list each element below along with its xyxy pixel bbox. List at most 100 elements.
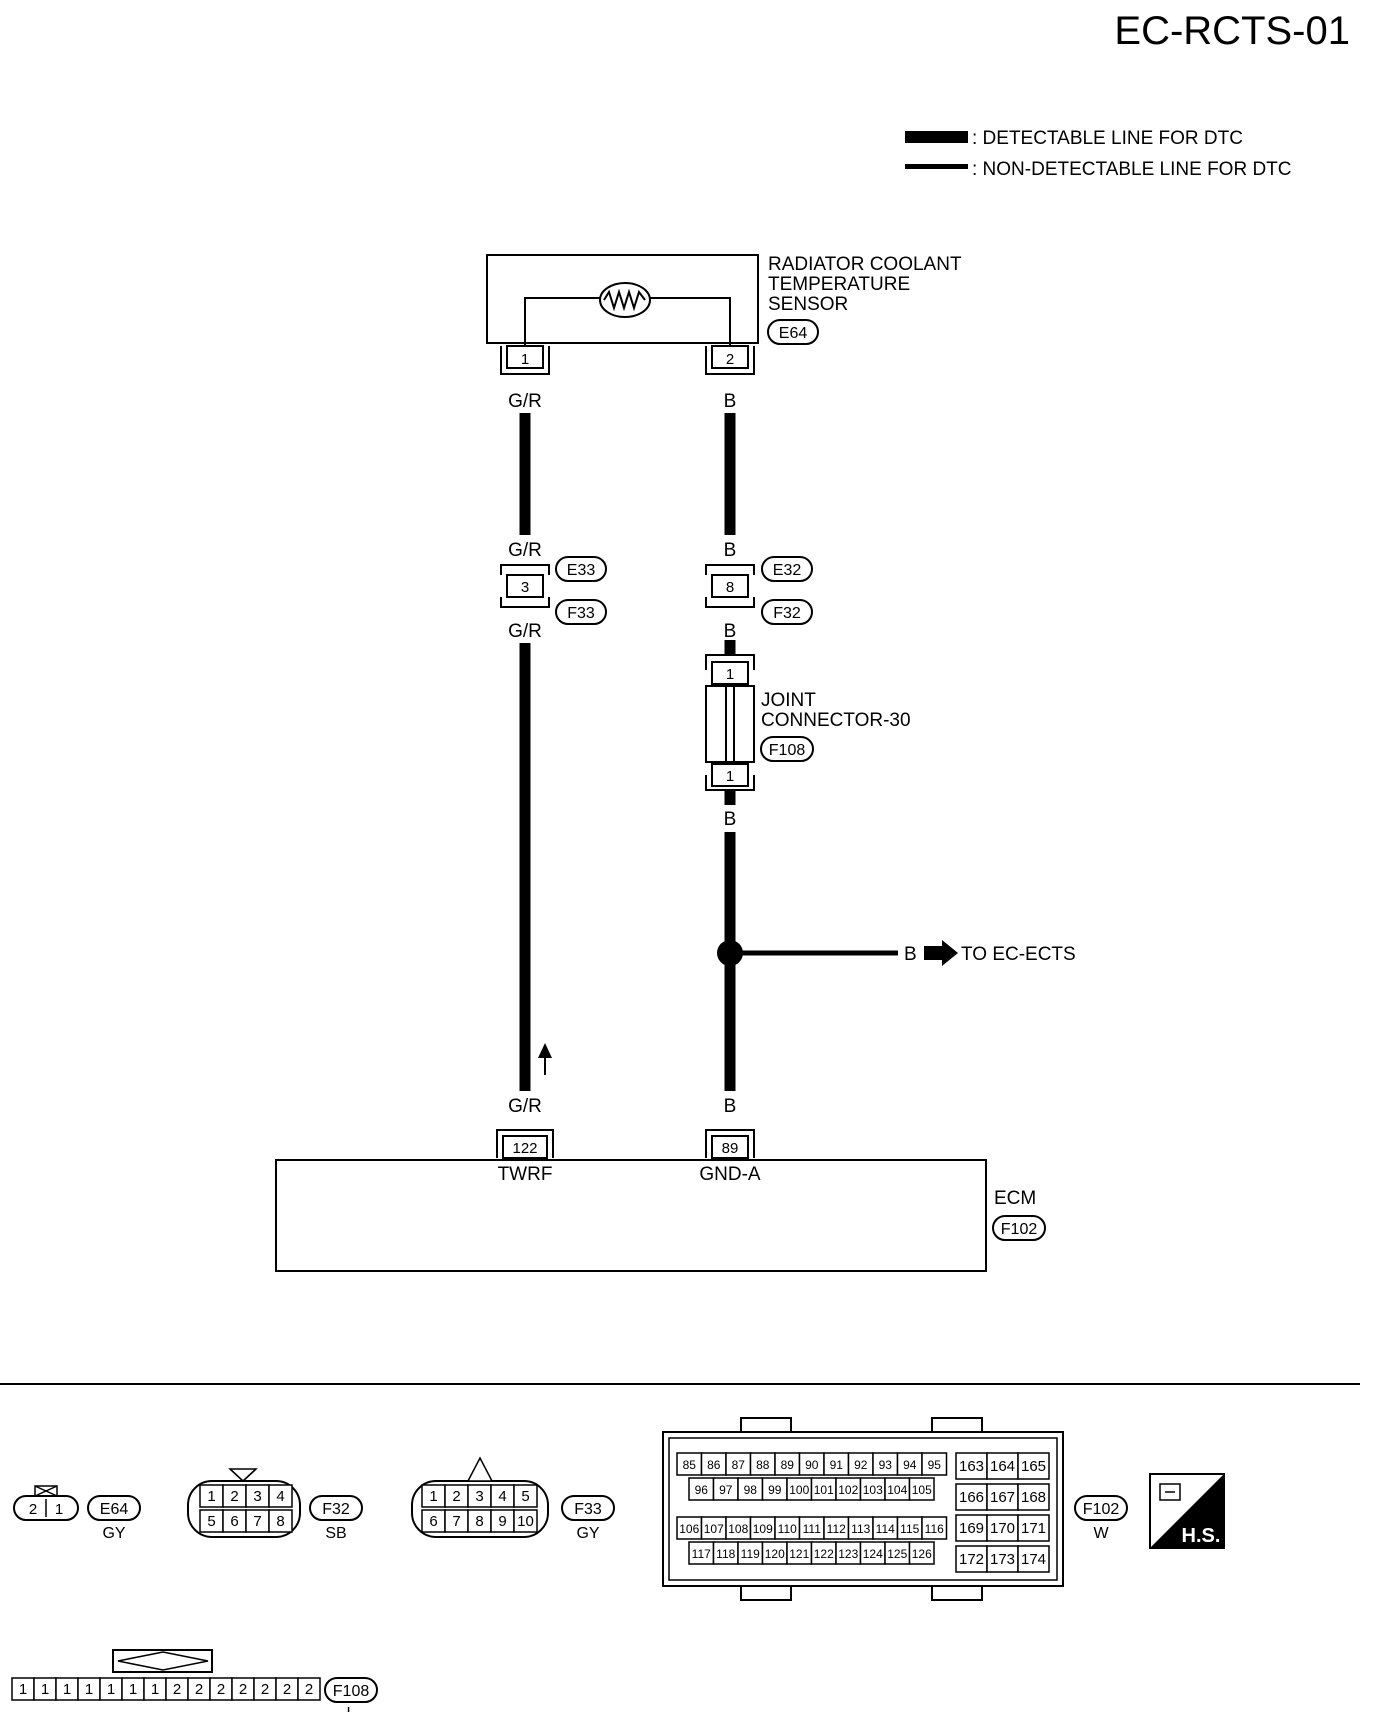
ecm-pin-89-label: 89 xyxy=(722,1140,739,1157)
f102-pin: 120 xyxy=(765,1547,785,1561)
f102-pin: 173 xyxy=(990,1551,1015,1568)
f33-pin: 4 xyxy=(498,1488,506,1505)
harness-connector-e33-f33: 3 E33 F33 xyxy=(500,556,607,625)
wire-color-label: G/R xyxy=(508,1096,542,1117)
joint-name-line1: JOINT xyxy=(761,690,816,711)
f102-pin-cell xyxy=(1017,1514,1050,1542)
f102-pin-cell xyxy=(908,1477,935,1501)
e64-color: GY xyxy=(102,1525,125,1542)
radiator-coolant-temperature-sensor: RADIATOR COOLANT TEMPERATURE SENSOR E64 xyxy=(486,254,962,345)
f108-pin: 1 xyxy=(129,1681,137,1698)
f33-pin: 2 xyxy=(452,1488,460,1505)
f102-pin-cell xyxy=(1017,1545,1050,1573)
harness-pin-8-label: 8 xyxy=(726,579,734,596)
f102-pin: 92 xyxy=(854,1458,868,1472)
f102-id: F102 xyxy=(1083,1501,1120,1518)
legend-detectable: : DETECTABLE LINE FOR DTC xyxy=(972,128,1243,149)
f33-pin: 7 xyxy=(452,1513,460,1530)
f102-pin: 115 xyxy=(900,1522,919,1536)
f102-pin: 166 xyxy=(959,1489,984,1506)
e64-id: E64 xyxy=(100,1501,129,1518)
f102-pin-cell xyxy=(955,1452,988,1480)
f102-color: W xyxy=(1093,1525,1109,1542)
f102-pin: 86 xyxy=(707,1458,721,1472)
joint-connector-tag xyxy=(760,736,814,762)
f102-pin: 106 xyxy=(679,1522,699,1536)
sensor-pin-1-label: 1 xyxy=(521,351,529,368)
hs-badge-label: H.S. xyxy=(1182,1525,1221,1547)
f102-pin: 124 xyxy=(863,1547,883,1561)
f102-pin: 94 xyxy=(903,1458,917,1472)
f32-id: F32 xyxy=(322,1501,350,1518)
f108-pin-cell xyxy=(297,1677,321,1701)
f102-pin: 110 xyxy=(778,1522,797,1536)
f102-pin: 167 xyxy=(990,1489,1015,1506)
f33-pin-cell xyxy=(513,1484,538,1508)
f108-pin: 2 xyxy=(261,1681,269,1698)
f32-pin: 1 xyxy=(207,1488,215,1505)
f102-pin: 99 xyxy=(768,1483,782,1497)
f102-pin: 169 xyxy=(959,1520,984,1537)
f33-pin: 9 xyxy=(498,1513,506,1530)
f33-pin: 10 xyxy=(517,1513,534,1530)
f102-pin: 100 xyxy=(789,1483,809,1497)
wire-color-label: G/R xyxy=(508,621,542,642)
f102-pin: 108 xyxy=(728,1522,748,1536)
f102-pin: 118 xyxy=(716,1547,735,1561)
sensor-pin-2-label: 2 xyxy=(726,351,734,368)
f33-pin-cell xyxy=(513,1509,538,1533)
f102-pin: 119 xyxy=(741,1547,760,1561)
f33-color: GY xyxy=(576,1525,599,1542)
e64-pin: 2 xyxy=(29,1501,37,1518)
wire-color-label: B xyxy=(724,809,737,830)
wire-color-label: B xyxy=(724,1096,737,1117)
f108-pin: 1 xyxy=(41,1681,49,1698)
ecm: TWRF GND-A ECM F102 xyxy=(275,1159,1046,1272)
wire-color-label: B xyxy=(724,391,737,412)
f102-pin: 88 xyxy=(756,1458,770,1472)
legend: : DETECTABLE LINE FOR DTC : NON-DETECTAB… xyxy=(905,128,1292,180)
connector-id-e32: E32 xyxy=(773,562,802,579)
joint-connector-id: F108 xyxy=(769,742,806,759)
non-detectable-line-swatch xyxy=(905,164,968,169)
wire-color-label: G/R xyxy=(508,540,542,561)
f108-pin: 1 xyxy=(19,1681,27,1698)
f102-tag xyxy=(1074,1495,1128,1521)
f108-pin: 1 xyxy=(85,1681,93,1698)
f102-pin: 97 xyxy=(719,1483,733,1497)
f32-pin-cell xyxy=(268,1509,293,1533)
ecm-pin-89-name: GND-A xyxy=(699,1164,761,1185)
connector-tag-e33 xyxy=(555,556,607,582)
f32-pin: 7 xyxy=(253,1513,261,1530)
thermistor-zigzag xyxy=(603,288,646,312)
f102-pin: 103 xyxy=(863,1483,883,1497)
e64-tag xyxy=(87,1495,141,1521)
f102-pin: 168 xyxy=(1021,1489,1046,1506)
wire-color-label: G/R xyxy=(508,391,542,412)
f108-pin: 2 xyxy=(195,1681,203,1698)
f102-pin: 102 xyxy=(838,1483,858,1497)
f32-tag xyxy=(309,1495,363,1521)
ecm-connector-tag xyxy=(992,1215,1046,1241)
f102-pin: 112 xyxy=(827,1522,846,1536)
f33-pin: 8 xyxy=(475,1513,483,1530)
f102-pin-cell xyxy=(908,1541,935,1565)
f102-pin: 123 xyxy=(838,1547,858,1561)
joint-name-line2: CONNECTOR-30 xyxy=(761,710,911,731)
sensor-body xyxy=(486,254,759,344)
branch-arrow-icon xyxy=(924,940,958,966)
f32-pin: 6 xyxy=(230,1513,238,1530)
f102-pin: 90 xyxy=(805,1458,819,1472)
joint-pin-bottom-label: 1 xyxy=(726,768,734,785)
thermistor-icon xyxy=(599,282,651,318)
f102-pin: 87 xyxy=(732,1458,746,1472)
f102-pin: 85 xyxy=(683,1458,697,1472)
f102-pin: 126 xyxy=(912,1547,932,1561)
f108-pin: 2 xyxy=(173,1681,181,1698)
f102-pin: 174 xyxy=(1021,1551,1046,1568)
f108-pin: 2 xyxy=(217,1681,225,1698)
f102-pin: 163 xyxy=(959,1458,984,1475)
f102-pin: 104 xyxy=(887,1483,907,1497)
